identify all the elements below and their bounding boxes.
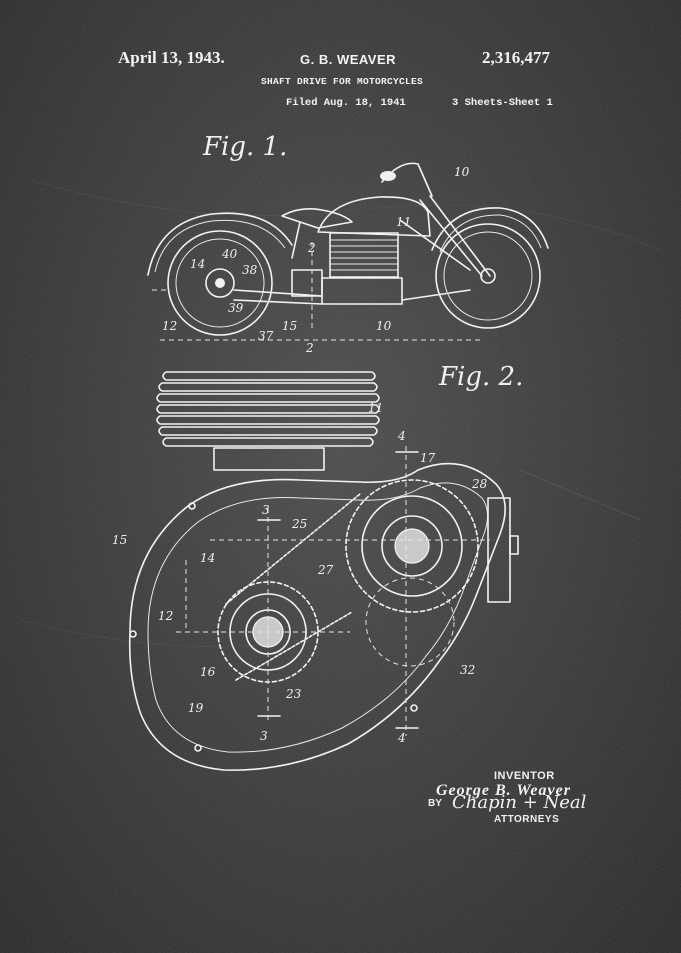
ref-37: 37 <box>258 329 274 343</box>
output-shaft-end <box>394 528 430 564</box>
by-label: BY <box>428 798 442 809</box>
rear-hub <box>205 268 235 298</box>
ref-15-fig1: 15 <box>282 319 297 333</box>
motorcycle-figure: 10 11 2 40 14 38 39 12 37 15 10 2 <box>147 162 549 355</box>
ref-12-fig1: 12 <box>162 319 177 333</box>
ref-25: 25 <box>291 517 307 531</box>
inventor-header: G. B. WEAVER <box>300 52 397 67</box>
ref-10-bottom: 10 <box>376 319 392 333</box>
gear-case-cover <box>487 497 511 603</box>
rear-fender <box>147 212 293 276</box>
front-hub <box>480 268 496 284</box>
figure-2-label: Fig. 2. <box>439 362 524 392</box>
lower-gear <box>365 577 455 667</box>
patent-date: April 13, 1943. <box>118 48 225 67</box>
attorneys-caption: ATTORNEYS <box>494 814 560 825</box>
ref-27: 27 <box>317 563 334 577</box>
attorney-signature: Chapin + Neal <box>452 792 587 813</box>
ref-38: 38 <box>242 263 258 277</box>
ref-2-bottom: 2 <box>305 341 314 355</box>
ref-23: 23 <box>285 687 302 701</box>
ref-16: 16 <box>200 665 216 679</box>
ref-32: 32 <box>460 663 475 677</box>
ref-4-top: 4 <box>397 429 406 443</box>
cylinder-fins <box>156 371 380 471</box>
gearbox <box>291 269 323 297</box>
inventor-name: George B. Weaver <box>436 782 571 799</box>
ref-3-top: 3 <box>262 503 270 517</box>
ref-19: 19 <box>188 701 204 715</box>
rear-wheel <box>167 230 273 336</box>
seat <box>281 208 353 229</box>
front-fender <box>431 207 549 251</box>
ref-10-fig1: 10 <box>454 165 470 179</box>
ref-12-fig2: 12 <box>158 609 173 623</box>
ref-39: 39 <box>228 301 244 315</box>
front-fork <box>429 195 491 277</box>
inventor-caption: INVENTOR <box>494 770 555 782</box>
filing-date: Filed Aug. 18, 1941 <box>286 97 406 109</box>
ref-14-fig1: 14 <box>190 257 205 271</box>
ref-3-bottom: 3 <box>260 729 268 743</box>
ref-4-bottom: 4 <box>397 731 406 745</box>
ref-11-fig2: 11 <box>368 401 383 415</box>
drive-housing-figure: 11 4 17 28 15 3 25 14 27 12 16 23 32 19 … <box>112 371 519 771</box>
front-wheel <box>435 223 541 329</box>
sheet-count: 3 Sheets-Sheet 1 <box>452 97 553 109</box>
patent-title: SHAFT DRIVE FOR MOTORCYCLES <box>261 76 424 87</box>
ref-11-fig1: 11 <box>396 215 411 229</box>
ref-17: 17 <box>420 451 436 465</box>
fuel-tank <box>317 196 431 237</box>
figure-1-label: Fig. 1. <box>203 132 288 162</box>
driven-sprocket <box>345 479 479 613</box>
ref-14-fig2: 14 <box>200 551 215 565</box>
housing-outline <box>128 462 506 771</box>
ref-40: 40 <box>221 247 238 261</box>
drive-shaft <box>233 289 323 297</box>
patent-number: 2,316,477 <box>482 48 550 67</box>
ref-15-fig2: 15 <box>112 533 127 547</box>
engine-block <box>291 232 403 305</box>
drive-chain <box>225 493 361 681</box>
ref-28: 28 <box>471 477 488 491</box>
ref-2-top: 2 <box>307 241 316 255</box>
